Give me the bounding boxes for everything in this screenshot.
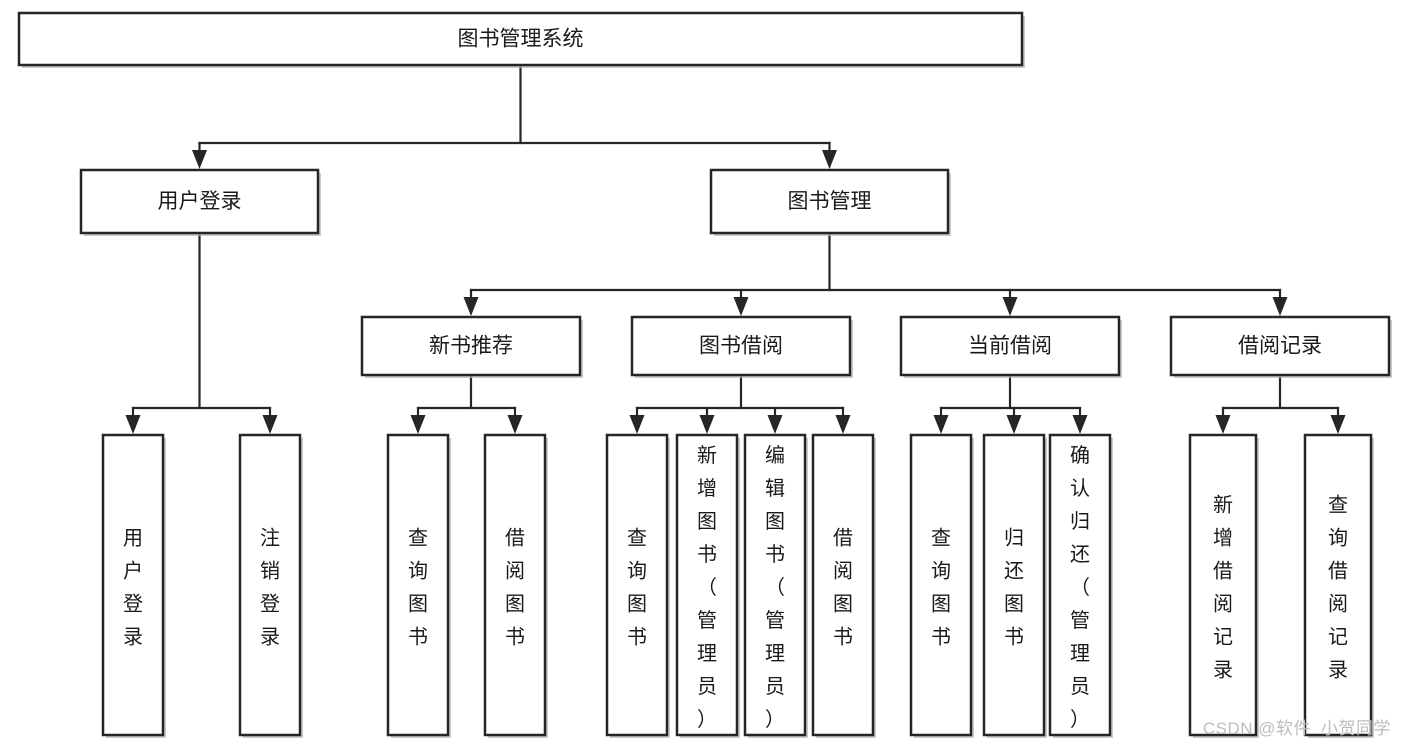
node-label: 图书管理 (788, 190, 872, 213)
node-root[interactable]: 图书管理系统 (17, 11, 1025, 68)
arrow-head-icon (125, 415, 141, 434)
node-box[interactable] (360, 315, 582, 377)
node-l13[interactable]: 查询借阅记录 (1303, 433, 1374, 738)
node-label: 借阅图书 (833, 527, 853, 649)
node-l1[interactable]: 用户登录 (101, 433, 166, 738)
node-l3[interactable]: 查询图书 (386, 433, 451, 738)
arrow-head-icon (463, 297, 479, 316)
node-box[interactable] (709, 168, 950, 235)
node-label: 查询借阅记录 (1328, 494, 1348, 682)
node-label: 确认归还（管理员） (1070, 444, 1090, 731)
node-label: 用户登录 (158, 190, 242, 213)
node-label: 新书推荐 (429, 335, 513, 358)
arrow-head-icon (767, 415, 783, 434)
arrow-head-icon (1272, 297, 1288, 316)
edge-group-n_borrow (629, 373, 851, 434)
arrow-head-icon (629, 415, 645, 434)
node-box[interactable] (630, 315, 852, 377)
node-box[interactable] (386, 433, 450, 737)
node-label: 编辑图书（管理员） (765, 444, 785, 731)
node-box[interactable] (811, 433, 875, 737)
node-l8[interactable]: 借阅图书 (811, 433, 876, 738)
node-box[interactable] (1188, 433, 1258, 737)
arrow-head-icon (699, 415, 715, 434)
node-l11[interactable]: 确认归还（管理员） (1048, 433, 1113, 738)
arrow-head-icon (192, 150, 207, 169)
node-label: 借阅图书 (505, 527, 525, 649)
node-label: 当前借阅 (968, 335, 1052, 358)
node-l7[interactable]: 编辑图书（管理员） (743, 433, 808, 738)
arrow-head-icon (1330, 415, 1346, 434)
node-l6[interactable]: 新增图书（管理员） (675, 433, 740, 738)
arrow-head-icon (507, 415, 523, 434)
arrow-head-icon (933, 415, 949, 434)
edge-group-n_rec (1215, 373, 1346, 434)
arrow-head-icon (1072, 415, 1088, 434)
node-label: 查询图书 (627, 527, 647, 649)
node-l10[interactable]: 归还图书 (982, 433, 1047, 738)
node-l9[interactable]: 查询图书 (909, 433, 974, 738)
node-box[interactable] (101, 433, 165, 737)
node-l5[interactable]: 查询图书 (605, 433, 670, 738)
arrow-head-icon (1215, 415, 1231, 434)
node-label: 新增图书（管理员） (697, 444, 717, 731)
node-box[interactable] (1169, 315, 1391, 377)
arrow-head-icon (733, 297, 749, 316)
edge-group-n_cur (933, 373, 1088, 434)
node-label: 图书借阅 (699, 335, 783, 358)
node-n_login[interactable]: 用户登录 (79, 168, 321, 236)
node-l12[interactable]: 新增借阅记录 (1188, 433, 1259, 738)
node-box[interactable] (17, 11, 1024, 67)
node-label: 归还图书 (1004, 527, 1024, 649)
node-box[interactable] (899, 315, 1121, 377)
node-box[interactable] (1048, 433, 1112, 737)
node-box[interactable] (483, 433, 547, 737)
node-label: 查询图书 (931, 527, 951, 649)
arrow-head-icon (1006, 415, 1022, 434)
node-box[interactable] (675, 433, 739, 737)
arrow-head-icon (822, 150, 837, 169)
node-box[interactable] (743, 433, 807, 737)
node-n_new[interactable]: 新书推荐 (360, 315, 583, 378)
node-n_borrow[interactable]: 图书借阅 (630, 315, 853, 378)
node-label: 新增借阅记录 (1213, 494, 1233, 682)
edge-group-root (192, 63, 837, 169)
edge-group-n_mgmt (463, 231, 1288, 316)
arrow-head-icon (1002, 297, 1018, 316)
edges-layer (125, 63, 1346, 434)
nodes-layer: 图书管理系统用户登录图书管理新书推荐图书借阅当前借阅借阅记录用户登录注销登录查询… (17, 11, 1392, 738)
node-n_rec[interactable]: 借阅记录 (1169, 315, 1392, 378)
node-label: 借阅记录 (1238, 335, 1322, 358)
node-label: 注销登录 (260, 527, 280, 649)
node-l2[interactable]: 注销登录 (238, 433, 303, 738)
edge-group-n_new (410, 373, 523, 434)
node-box[interactable] (909, 433, 973, 737)
node-label: 图书管理系统 (458, 28, 584, 51)
node-label: 用户登录 (123, 528, 143, 649)
node-n_cur[interactable]: 当前借阅 (899, 315, 1122, 378)
node-box[interactable] (605, 433, 669, 737)
arrow-head-icon (410, 415, 426, 434)
node-box[interactable] (79, 168, 320, 235)
node-label: 查询图书 (408, 527, 428, 649)
arrow-head-icon (835, 415, 851, 434)
node-n_mgmt[interactable]: 图书管理 (709, 168, 951, 236)
node-l4[interactable]: 借阅图书 (483, 433, 548, 738)
edge-group-n_login (125, 231, 278, 434)
node-box[interactable] (1303, 433, 1373, 737)
node-box[interactable] (982, 433, 1046, 737)
arrow-head-icon (262, 415, 278, 434)
node-box[interactable] (238, 433, 302, 737)
